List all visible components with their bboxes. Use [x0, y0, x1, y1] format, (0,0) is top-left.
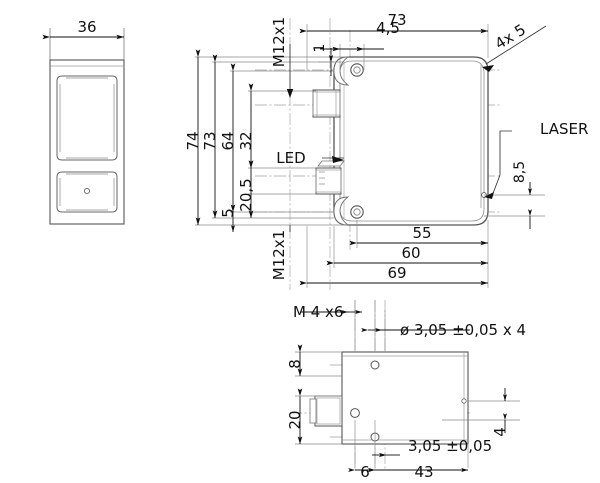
dim-label-73-top: 73 [387, 11, 406, 29]
dim-label-32: 32 [237, 131, 255, 150]
side-view-lower-window [56, 171, 118, 213]
leader-led [322, 156, 344, 163]
mounting-hole-bottom [333, 196, 364, 226]
dim-label-64: 64 [219, 131, 237, 150]
dim-1 [318, 48, 344, 76]
front-view-body [333, 56, 489, 226]
dim-label-8-5: 8,5 [512, 161, 528, 183]
bottom-view-connector [309, 395, 343, 427]
dim-label-5: 5 [219, 208, 237, 218]
dim-label-74: 74 [184, 131, 202, 150]
dim-label-4: 4 [491, 427, 509, 437]
dim-label-43: 43 [414, 463, 433, 481]
callout-label-thread: M 4 x6 [293, 303, 343, 321]
callout-label-laser: LASER [540, 120, 588, 138]
dim-20 [295, 388, 342, 445]
dim-label-4-5: 4,5 [376, 19, 400, 37]
side-view-center-hole [83, 187, 91, 195]
callout-label-m12x1-top: M12x1 [270, 17, 288, 67]
dim-label-8: 8 [286, 359, 304, 369]
leader-corner-radius [482, 25, 547, 72]
dim-label-69: 69 [387, 264, 406, 282]
dim-label-36: 36 [77, 18, 96, 36]
bottom-view-body [341, 351, 469, 445]
leader-m12x1-top [286, 44, 294, 98]
led-block [315, 160, 345, 195]
bottom-view-side-hole [461, 398, 467, 404]
side-view [42, 28, 125, 225]
dim-label-55: 55 [412, 224, 431, 242]
bottom-view [290, 300, 520, 472]
dim-label-73: 73 [201, 131, 219, 150]
dim-label-20: 20 [286, 410, 304, 429]
callout-label-hole: ø 3,05 ±0,05 x 4 [400, 321, 526, 339]
side-view-upper-window [56, 75, 118, 161]
dim-label-3-05: 3,05 ±0,05 [408, 437, 492, 455]
dim-label-60: 60 [401, 244, 420, 262]
dim-label-6: 6 [360, 463, 370, 481]
front-view [195, 18, 547, 290]
callout-label-m12x1-bottom: M12x1 [270, 230, 288, 280]
dim-label-20-5: 20,5 [237, 178, 255, 211]
leader-laser [484, 130, 512, 199]
m12-connector-top [312, 89, 341, 118]
callout-label-led: LED [276, 149, 305, 167]
dim-label-1: 1 [312, 44, 328, 53]
